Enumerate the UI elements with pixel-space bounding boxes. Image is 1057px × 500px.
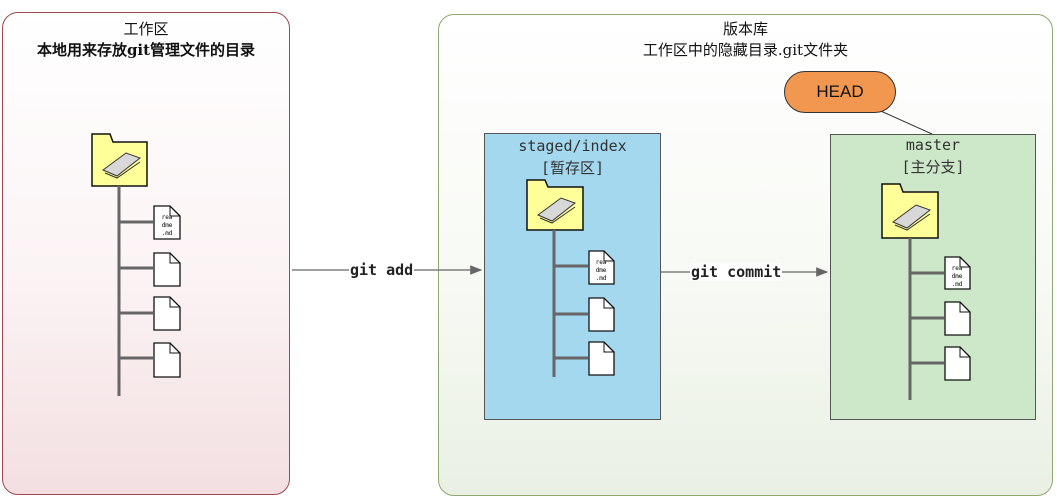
readme-text-line-3: .md — [162, 230, 173, 237]
file-icon — [588, 297, 615, 332]
readme-file-icon: rea dme .md — [588, 250, 615, 285]
workspace-panel: 工作区 本地用来存放git管理文件的目录 — [2, 12, 290, 495]
readme-file-icon: rea dme .md — [944, 256, 971, 290]
readme-file-icon: rea dme .md — [153, 205, 181, 240]
staged-tree: rea dme .md — [526, 179, 615, 377]
readme-text-line-1: rea — [596, 259, 607, 266]
master-subtitle: [主分支] — [901, 158, 965, 176]
git-commit-label: git commit — [690, 263, 783, 281]
master-branch-box: master [主分支] — [830, 134, 1036, 420]
master-name: master — [905, 136, 961, 154]
staged-name: staged/index — [518, 137, 627, 155]
staged-index-box: staged/index [暂存区] — [484, 133, 661, 420]
staged-subtitle: [暂存区] — [540, 159, 605, 177]
folder-icon — [526, 179, 584, 231]
readme-text-line-2: dme — [952, 273, 963, 280]
readme-text-line-1: rea — [952, 265, 963, 272]
readme-text-line-1: rea — [162, 214, 173, 221]
readme-text-line-2: dme — [162, 222, 173, 229]
head-pointer: HEAD — [784, 71, 896, 113]
workspace-subtitle: 本地用来存放git管理文件的目录 — [36, 41, 256, 59]
folder-icon — [881, 183, 939, 239]
repository-subtitle: 工作区中的隐藏目录.git文件夹 — [642, 41, 849, 59]
workspace-tree: rea dme .md — [91, 133, 181, 396]
file-icon — [153, 252, 181, 287]
git-add-label: git add — [349, 261, 415, 279]
readme-text-line-2: dme — [596, 267, 607, 274]
master-tree: rea dme .md — [881, 183, 971, 400]
readme-text-line-3: .md — [596, 275, 607, 282]
file-icon — [153, 296, 181, 331]
folder-icon — [91, 133, 148, 187]
file-icon — [944, 301, 971, 336]
readme-text-line-3: .md — [952, 281, 963, 288]
head-connector-line — [873, 107, 933, 135]
file-icon — [588, 341, 615, 376]
file-icon — [153, 342, 181, 378]
repository-title: 版本库 — [722, 20, 768, 38]
file-icon — [944, 346, 971, 381]
workspace-title: 工作区 — [123, 20, 169, 38]
